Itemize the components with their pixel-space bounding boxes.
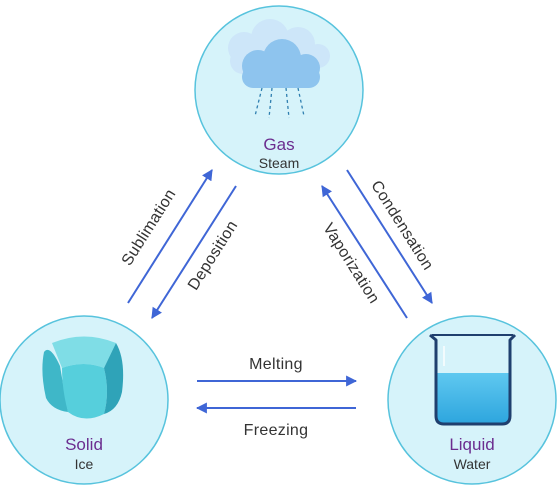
melting-label: Melting [249, 356, 303, 373]
liquid-label: Liquid [449, 435, 494, 454]
gas-example: Steam [259, 155, 299, 171]
state-liquid: Liquid Water [387, 315, 557, 485]
solid-example: Ice [75, 456, 94, 472]
liquid-example: Water [454, 456, 491, 472]
vaporization-arrow [321, 185, 408, 319]
condensation-arrow [346, 169, 433, 304]
state-gas: Gas Steam [194, 5, 364, 175]
state-solid: Solid Ice [0, 315, 169, 485]
deposition-label: Deposition [185, 218, 241, 294]
ice-cube-icon [42, 336, 124, 419]
freezing-label: Freezing [244, 422, 309, 439]
beaker-icon [429, 333, 517, 426]
deposition-arrow [151, 185, 237, 319]
sublimation-arrow [127, 169, 213, 304]
cloud-icon [228, 19, 330, 119]
sublimation-label: Sublimation [119, 186, 180, 269]
gas-label: Gas [263, 135, 294, 154]
condensation-label: Condensation [367, 178, 436, 274]
solid-label: Solid [65, 435, 103, 454]
